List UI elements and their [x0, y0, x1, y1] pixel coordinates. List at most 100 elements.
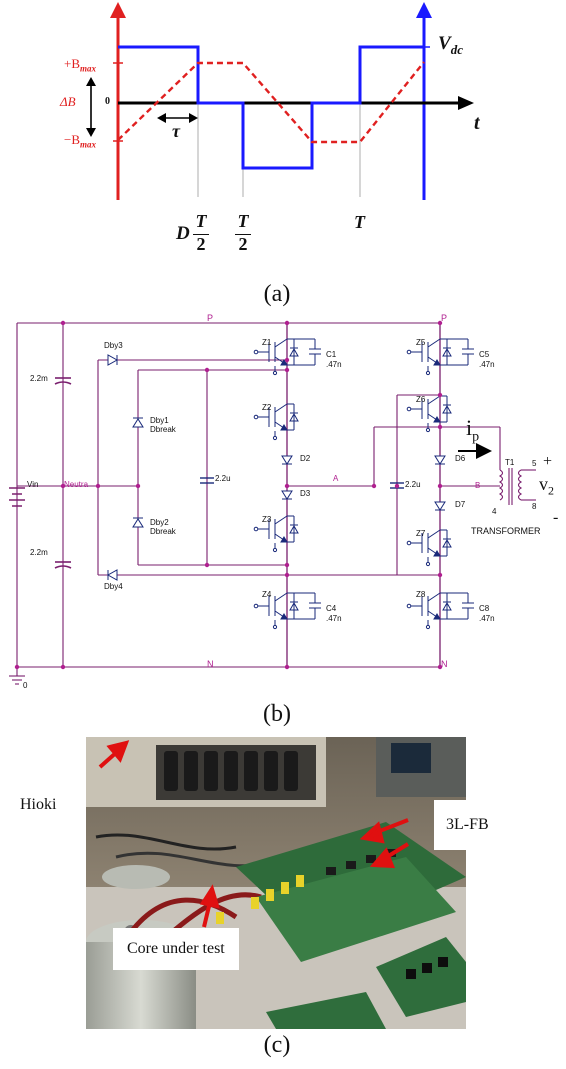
dot — [204, 562, 210, 568]
connector — [251, 897, 259, 909]
dot — [437, 320, 443, 326]
dot — [394, 483, 400, 489]
dby3-diode — [107, 354, 119, 366]
dot — [135, 483, 141, 489]
tau-label: τ — [172, 121, 180, 141]
yellow-connectors — [216, 875, 304, 924]
connector — [284, 751, 298, 791]
test-setup-photo — [86, 737, 466, 1029]
z5-gate-pin — [406, 349, 412, 355]
d6-diode — [434, 455, 446, 465]
connector — [184, 751, 198, 791]
dot — [437, 572, 443, 578]
z7-arrow — [433, 550, 441, 557]
z2-sense-pin — [272, 435, 278, 441]
neutral-label: Neutra — [64, 480, 89, 489]
z6-collector — [427, 395, 441, 405]
d2-label: D2 — [300, 454, 311, 463]
d3-diode — [281, 490, 293, 500]
d3-label: D3 — [300, 489, 311, 498]
panel-a-waveform — [86, 2, 474, 200]
dot — [204, 367, 210, 373]
dot — [284, 664, 290, 670]
d7-label: D7 — [455, 500, 466, 509]
dot — [437, 392, 443, 398]
z2-collector — [274, 403, 288, 413]
dot — [437, 664, 443, 670]
z3-sense-pin — [272, 547, 278, 553]
dot — [60, 664, 66, 670]
z1-label: Z1 — [262, 338, 272, 347]
voltage-minus: - — [553, 509, 559, 526]
ground-label: 0 — [23, 681, 28, 690]
c8-label: C8.47n — [479, 604, 495, 623]
z7-label: Z7 — [416, 529, 426, 538]
cap-dc1-label: 2.2m — [30, 374, 48, 383]
dot — [284, 572, 290, 578]
chip — [406, 969, 416, 979]
connector — [266, 889, 274, 901]
pin8-label: 8 — [532, 502, 537, 511]
z4-arrow — [280, 613, 288, 620]
hioki-arrow-head — [106, 740, 130, 763]
z4-collector — [274, 592, 288, 602]
voltage-waveform — [118, 45, 424, 170]
dot — [284, 483, 290, 489]
cap-dc2-label: 2.2m — [30, 548, 48, 557]
dot — [60, 483, 66, 489]
zero-label: 0 — [105, 96, 110, 107]
z5-label: Z5 — [416, 338, 426, 347]
z2-gate-pin — [253, 414, 259, 420]
dot — [284, 367, 290, 373]
z4-label: Z4 — [262, 590, 272, 599]
dot — [284, 357, 290, 363]
node-b-label: B — [475, 481, 481, 490]
z3-arrow — [280, 536, 288, 543]
z8-arrow — [433, 613, 441, 620]
tau-arrow-left — [157, 113, 166, 123]
caption-a: (a) — [263, 281, 291, 307]
T-label: T — [354, 212, 365, 232]
pcb-right-components — [406, 957, 448, 979]
voltage-plus: + — [543, 453, 553, 470]
node-a-label: A — [333, 474, 339, 483]
callout-hioki: Hioki — [20, 796, 57, 813]
tau-arrow-right — [189, 113, 198, 123]
xfmr-secondary — [517, 469, 523, 501]
rail-n1-label: N — [207, 659, 214, 669]
t-axis-label: t — [474, 112, 480, 134]
bmax-pos-label: +Bmax — [64, 56, 97, 74]
z1-gate-pin — [253, 349, 259, 355]
connector — [281, 882, 289, 894]
z4-gate-pin — [253, 603, 259, 609]
dby4-label: Dby4 — [104, 582, 123, 591]
d2-diode — [281, 455, 293, 465]
d7-diode — [434, 501, 446, 511]
fb-arrow1-head — [359, 821, 385, 844]
callout-3l-fb: 3L-FB — [434, 800, 501, 850]
z6-arrow — [433, 416, 441, 423]
c1-label: C1.47n — [326, 350, 342, 369]
dot — [284, 562, 290, 568]
dby1-diode — [132, 418, 144, 428]
dot — [437, 483, 443, 489]
c4-label: C4.47n — [326, 604, 342, 623]
xfmr-primary — [498, 469, 504, 501]
z1-sense-pin — [272, 370, 278, 376]
bypass-diodes — [106, 354, 446, 581]
z6-sense-pin — [425, 427, 431, 433]
voltage-label: v2 — [539, 474, 554, 498]
vdc-label: Vdc — [438, 33, 463, 57]
rail-p2-label: P — [441, 313, 448, 323]
node-dots — [14, 320, 443, 670]
red-wire — [129, 897, 238, 934]
dby4-diode — [106, 569, 118, 581]
chip — [326, 867, 336, 875]
caption-b: (b) — [263, 701, 291, 727]
dby3-label: Dby3 — [104, 341, 123, 350]
z7-sense-pin — [425, 561, 431, 567]
z8-sense-pin — [425, 624, 431, 630]
z8-collector — [427, 592, 441, 602]
photo-drawing — [86, 737, 466, 1029]
